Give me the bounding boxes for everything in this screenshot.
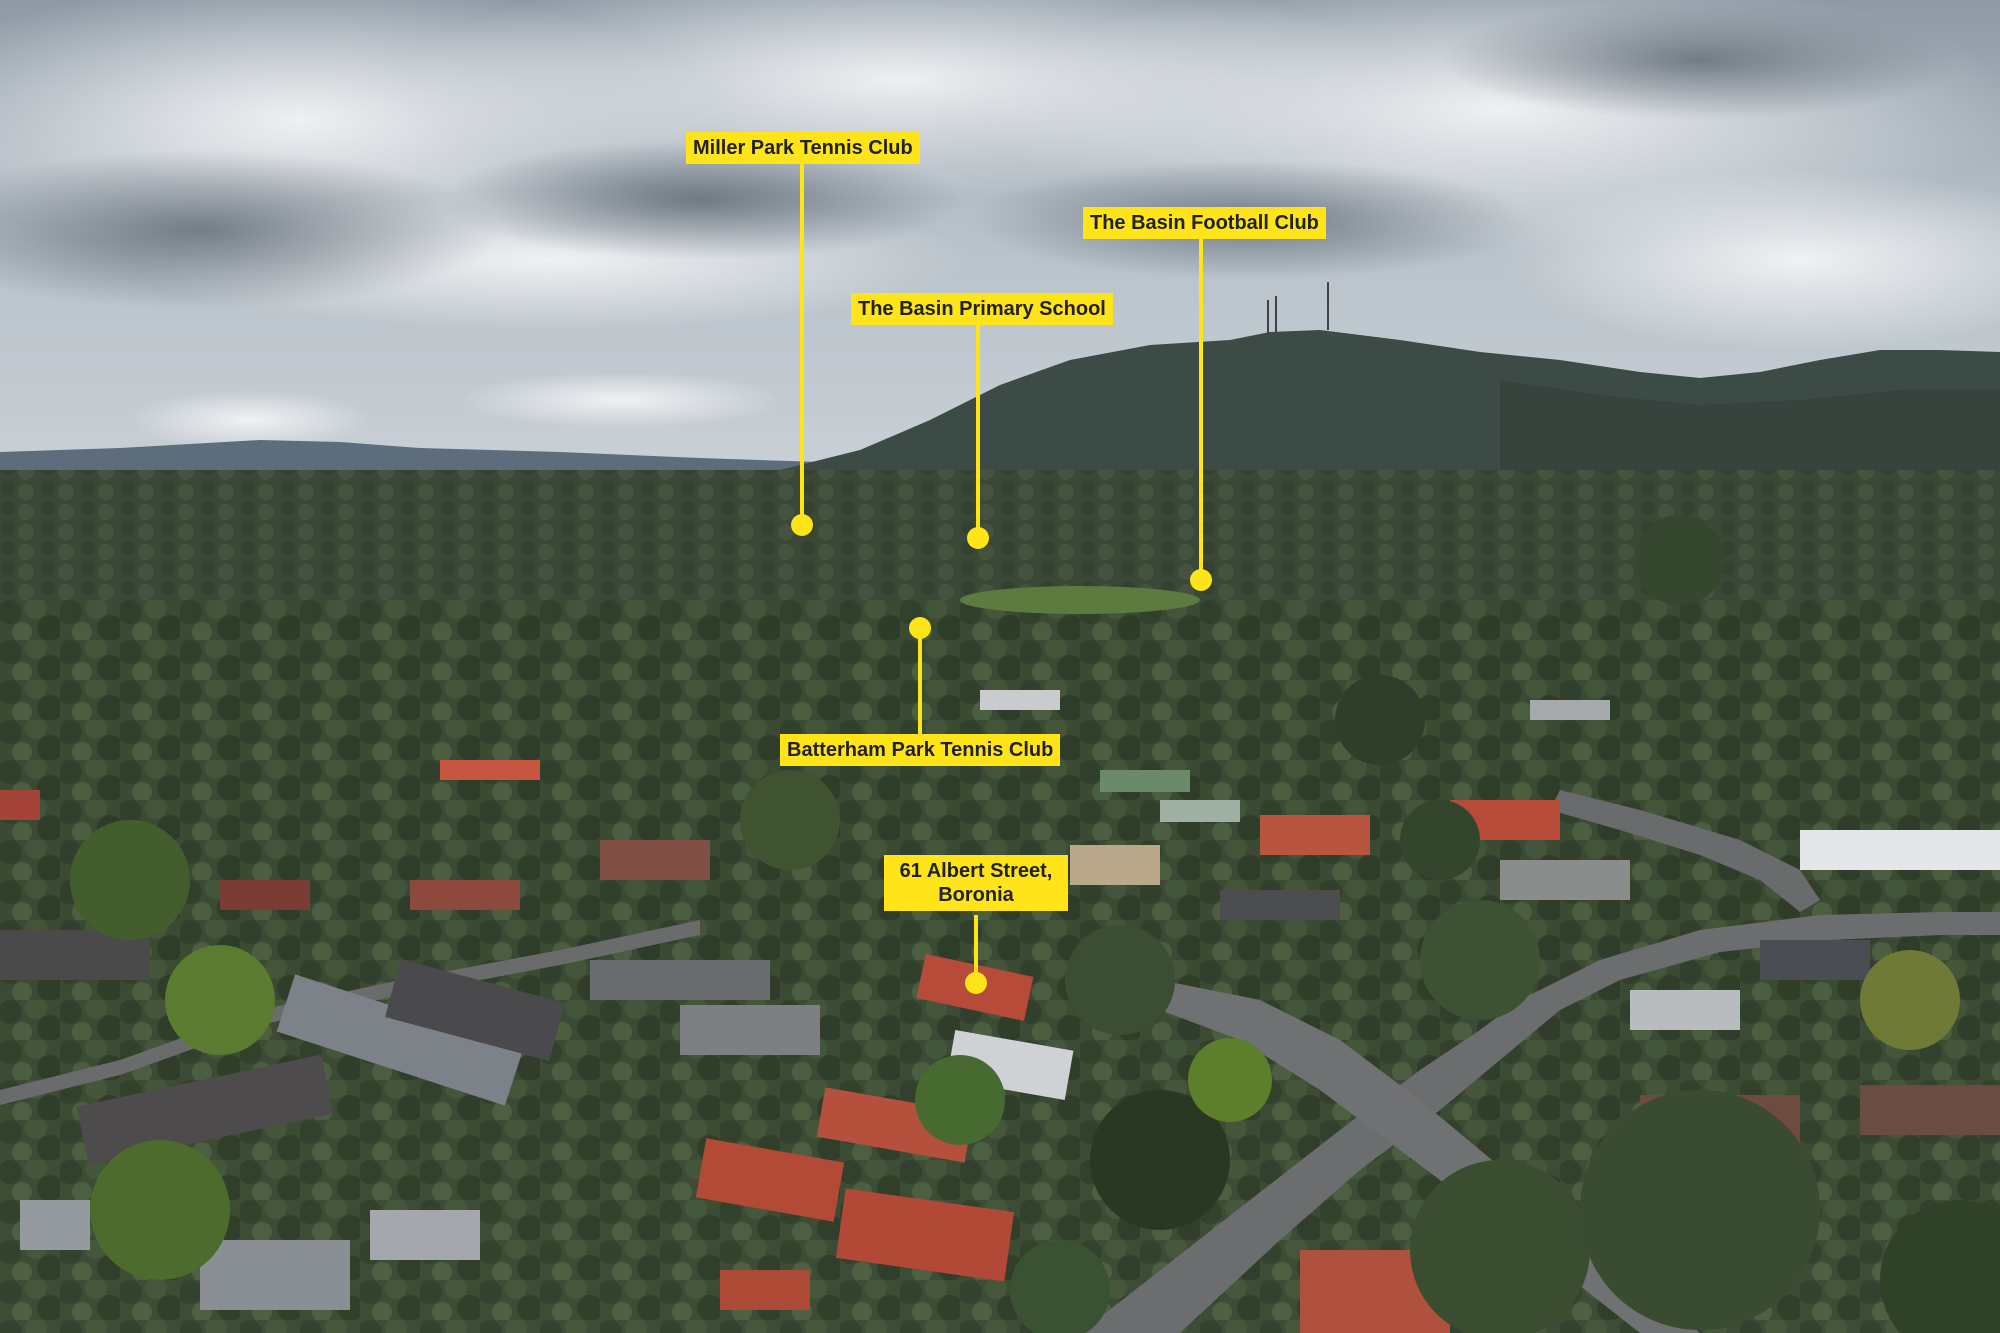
- 61-albert-street-boronia-line: [974, 915, 978, 980]
- the-basin-football-club-label: The Basin Football Club: [1083, 207, 1326, 239]
- 61-albert-street-boronia-marker: [965, 972, 987, 994]
- miller-park-tennis-club-label: Miller Park Tennis Club: [686, 132, 920, 164]
- the-basin-primary-school-label: The Basin Primary School: [851, 293, 1113, 325]
- the-basin-primary-school-line: [976, 325, 980, 535]
- address-line-2: Boronia: [938, 884, 1014, 906]
- the-basin-primary-school-marker: [967, 527, 989, 549]
- address-line-1: 61 Albert Street,: [899, 860, 1053, 882]
- miller-park-tennis-club-marker: [791, 514, 813, 536]
- batterham-park-tennis-club-marker: [909, 617, 931, 639]
- 61-albert-street-boronia-label: 61 Albert Street, Boronia: [884, 855, 1068, 911]
- batterham-park-tennis-club-label: Batterham Park Tennis Club: [780, 734, 1061, 766]
- the-basin-football-club-line: [1199, 239, 1203, 579]
- rooftops: [0, 690, 2000, 1333]
- miller-park-tennis-club-line: [800, 164, 804, 524]
- the-basin-football-club-marker: [1190, 569, 1212, 591]
- batterham-park-tennis-club-line: [918, 630, 922, 735]
